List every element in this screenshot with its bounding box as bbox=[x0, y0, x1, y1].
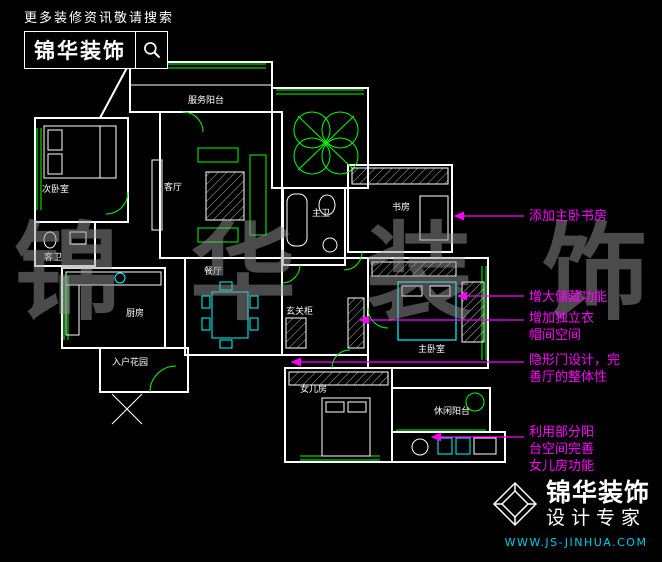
kitchen-counter bbox=[65, 271, 162, 336]
room-label-leisure-balcony: 休闲阳台 bbox=[434, 405, 470, 417]
coffee-table bbox=[205, 171, 245, 221]
room-label-kitchen: 厨房 bbox=[126, 307, 144, 319]
tv-cabinet bbox=[151, 159, 163, 231]
footer-text-block: 锦华装饰 设计专家 bbox=[546, 479, 650, 529]
footer-logo-icon bbox=[492, 482, 538, 527]
room-label-study: 书房 bbox=[392, 201, 410, 213]
study-desk bbox=[419, 195, 449, 241]
bottom-bath-fixtures bbox=[411, 437, 497, 456]
master-bed-pillows bbox=[401, 285, 451, 297]
room-label-service-balcony: 服务阳台 bbox=[188, 94, 224, 106]
header-logo: 锦华装饰 bbox=[24, 31, 168, 69]
header-tagline: 更多装修资讯敬请搜索 bbox=[24, 11, 175, 26]
room-label-master-bath: 主卫 bbox=[312, 207, 330, 219]
dining-table bbox=[201, 281, 259, 349]
annotation-lines bbox=[290, 211, 524, 442]
room-label-living-room: 客厅 bbox=[164, 181, 182, 193]
room-label-entry-garden: 入户花园 bbox=[112, 356, 148, 368]
sofa-set bbox=[197, 147, 267, 243]
room-label-entry-cabinet: 玄关柜 bbox=[286, 305, 313, 317]
furniture bbox=[43, 111, 497, 457]
room-label-master-bedroom: 主卧室 bbox=[418, 343, 445, 355]
master-bed bbox=[397, 281, 457, 341]
annotation-add-study: 添加主卧书房 bbox=[529, 209, 608, 224]
wall-outlines bbox=[34, 61, 506, 463]
header-brand: 锦华装饰 bbox=[34, 38, 126, 63]
second-bedroom-bed bbox=[43, 125, 117, 179]
annotation-storage: 增大储藏功能 bbox=[529, 290, 608, 305]
room-label-second-bedroom: 次卧室 bbox=[42, 183, 69, 195]
footer-brand: 锦华装饰 bbox=[546, 478, 651, 507]
daughter-bed bbox=[321, 397, 371, 457]
entry-cabinet-box bbox=[285, 317, 307, 349]
circle-motif bbox=[293, 111, 359, 175]
room-labels: 服务阳台 次卧室 客厅 客卫 厨房 餐厅 入户花园 主卫 书房 玄关柜 主卧室 … bbox=[42, 94, 470, 417]
master-bath-fixtures bbox=[286, 193, 338, 253]
master-wardrobe bbox=[371, 261, 457, 277]
annotation-balcony-use: 利用部分阳台空间完善女儿房功能 bbox=[529, 425, 595, 475]
footer-url[interactable]: WWW.JS-JINHUA.COM bbox=[504, 536, 648, 550]
footer-subtitle: 设计专家 bbox=[546, 506, 647, 529]
footer: 锦华装饰 设计专家 WWW.JS-JINHUA.COM bbox=[492, 479, 660, 549]
header: 更多装修资讯敬请搜索 锦华装饰 bbox=[24, 7, 174, 69]
balcony-plant bbox=[465, 392, 485, 412]
room-label-guest-bath: 客卫 bbox=[44, 251, 62, 263]
search-icon bbox=[143, 42, 160, 59]
door-swings bbox=[105, 111, 389, 393]
room-label-daughter-room: 女儿房 bbox=[300, 383, 327, 395]
annotation-cloakroom: 增加独立衣帽间空间 bbox=[529, 311, 595, 344]
annotation-hidden-door: 隐形门设计，完善厅的整体性 bbox=[529, 353, 621, 386]
cloakroom-cabinet bbox=[347, 297, 365, 349]
search-button[interactable] bbox=[135, 32, 167, 68]
daughter-wardrobe bbox=[288, 371, 389, 386]
master-closet bbox=[461, 281, 485, 343]
guest-bath-fixtures bbox=[43, 231, 87, 249]
study-storage bbox=[351, 167, 449, 185]
room-label-dining-room: 餐厅 bbox=[204, 265, 222, 277]
entry-door-mark bbox=[111, 393, 143, 425]
